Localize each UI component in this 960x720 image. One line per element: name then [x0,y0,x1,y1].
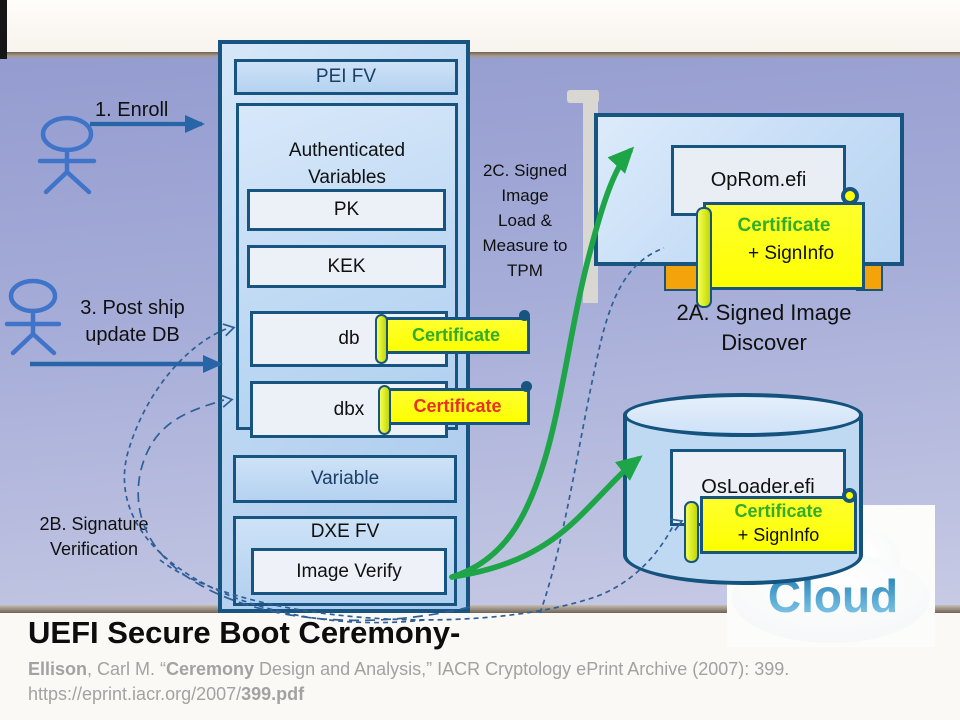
auth-variables-line2: Variables [308,167,386,188]
citation-url-prefix: https://eprint.iacr.org/2007/ [28,684,242,704]
auth-variables-line1: Authenticated [288,140,406,161]
citation-url-file: 399.pdf [241,684,305,704]
annotation-load-measure-tpm: 2C. Signed Image Load & Measure to TPM [468,158,582,283]
auth-variables-label: Authenticated Variables [236,137,458,191]
osloader-cert-label: Certificate [734,501,823,521]
osloader-efi-label: OsLoader.efi [701,476,815,498]
citation-line1: Ellison, Carl M. “Ceremony Design and An… [28,659,938,680]
oprom-scroll-curl-icon [841,187,859,205]
dxe-fv-label: DXE FV [310,521,380,542]
citation-work: Ceremony [166,659,255,679]
osloader-cylinder-top [623,393,863,437]
db-cert-label: Certificate [411,325,501,345]
oprom-cert-label: Certificate [737,215,831,236]
osloader-cert-scroll [700,496,857,554]
citation-url: https://eprint.iacr.org/2007/399.pdf [28,684,938,705]
variable-label: Variable [310,468,380,489]
db-scroll-curl-icon [519,310,530,321]
dbx-label: dbx [333,398,365,420]
pei-fv-box: PEI FV [234,59,458,95]
tpm-line: Image [501,186,549,205]
tpm-line: Measure to [482,236,568,255]
image-verify-label: Image Verify [296,560,402,582]
osloader-scroll-curl-icon [842,488,857,503]
top-band [0,0,960,52]
kek-box: KEK [247,245,446,288]
kek-label: KEK [327,255,366,277]
sig-line2: Verification [49,539,139,559]
annotation-enroll: 1. Enroll [95,99,169,121]
dbx-scroll-roll-icon [378,385,391,435]
osloader-signinfo-label: + SignInfo [737,525,820,545]
pk-box: PK [247,189,446,231]
pei-fv-label: PEI FV [315,66,377,87]
citation-mid2: Design and Analysis,” IACR Cryptology eP… [254,659,790,679]
discover-line2: Discover [721,330,807,355]
tpm-line: Load & [498,211,552,230]
citation-author: Ellison [28,659,88,679]
tpm-line: TPM [507,261,543,280]
oprom-cert-scroll [703,202,865,290]
image-verify-box: Image Verify [251,548,447,595]
discover-line1: 2A. Signed Image [676,300,852,325]
db-cert-scroll: Certificate [382,317,530,354]
citation-mid1: , Carl M. “ [87,659,167,679]
osloader-scroll-roll-icon [684,501,699,563]
variable-box: Variable [233,455,457,503]
oprom-scroll-roll-icon [696,207,712,308]
oprom-efi-label: OpRom.efi [710,169,807,191]
annotation-post-ship: 3. Post ship update DB [55,295,210,349]
dbx-cert-scroll: Certificate [385,388,530,425]
annotation-signed-image-discover: 2A. Signed Image Discover [618,298,910,358]
dbx-scroll-curl-icon [521,381,532,392]
left-notch [0,0,7,59]
top-band-shadow [0,52,960,59]
slide-title: UEFI Secure Boot Ceremony- [28,615,461,650]
annotation-signature-verification: 2B. Signature Verification [18,512,170,562]
db-label: db [338,328,360,349]
sig-line1: 2B. Signature [39,514,149,534]
post-ship-line2: update DB [85,324,180,346]
db-scroll-roll-icon [375,314,388,364]
tpm-line: 2C. Signed [482,161,568,180]
oprom-signinfo-label: + SignInfo [747,243,835,264]
dbx-cert-label: Certificate [413,396,502,416]
post-ship-line1: 3. Post ship [80,297,185,319]
pk-label: PK [333,199,360,220]
